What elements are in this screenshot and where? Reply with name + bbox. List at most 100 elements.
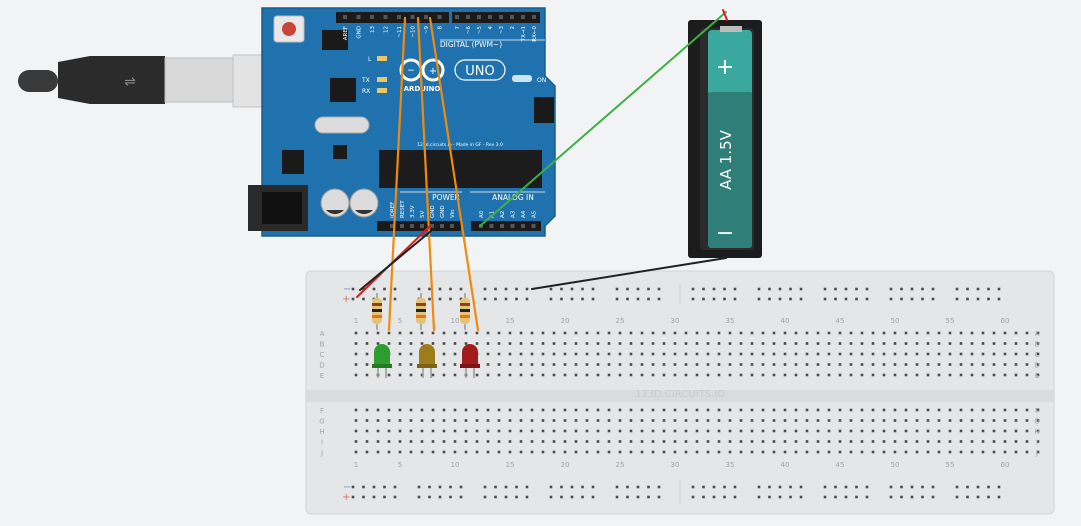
breadboard-hole[interactable] (1036, 331, 1040, 335)
breadboard-hole[interactable] (662, 419, 666, 422)
breadboard-hole[interactable] (640, 429, 644, 433)
breadboard-hole[interactable] (365, 352, 369, 356)
breadboard-hole[interactable] (552, 342, 556, 345)
breadboard-hole[interactable] (893, 450, 897, 454)
breadboard-hole[interactable] (607, 440, 611, 443)
rail-hole[interactable] (921, 287, 924, 291)
breadboard-hole[interactable] (772, 429, 776, 433)
rail-hole[interactable] (723, 485, 726, 489)
breadboard-hole[interactable] (904, 408, 908, 412)
rail-hole[interactable] (987, 495, 990, 499)
breadboard-hole[interactable] (519, 352, 523, 356)
breadboard-hole[interactable] (1014, 363, 1018, 366)
breadboard-hole[interactable] (574, 342, 578, 345)
rail-hole[interactable] (723, 287, 726, 291)
breadboard-hole[interactable] (453, 429, 457, 433)
breadboard-hole[interactable] (838, 408, 842, 412)
breadboard-hole[interactable] (1025, 440, 1029, 443)
breadboard-hole[interactable] (904, 450, 908, 454)
breadboard-hole[interactable] (783, 450, 787, 454)
breadboard-hole[interactable] (640, 419, 644, 422)
breadboard-hole[interactable] (629, 408, 633, 412)
rail-hole[interactable] (494, 287, 497, 291)
breadboard-hole[interactable] (376, 429, 380, 433)
rail-hole[interactable] (799, 287, 803, 291)
breadboard-hole[interactable] (761, 331, 765, 335)
breadboard-hole[interactable] (937, 408, 941, 412)
breadboard-hole[interactable] (959, 408, 963, 412)
header-pin[interactable] (477, 15, 481, 19)
breadboard-hole[interactable] (849, 408, 853, 412)
breadboard-hole[interactable] (849, 419, 853, 422)
breadboard-hole[interactable] (981, 352, 985, 356)
breadboard-hole[interactable] (662, 440, 666, 443)
resistor-1[interactable] (372, 293, 382, 330)
rail-hole[interactable] (515, 495, 518, 499)
breadboard-hole[interactable] (1003, 419, 1007, 422)
rail-hole[interactable] (691, 495, 695, 499)
breadboard-hole[interactable] (552, 429, 556, 433)
breadboard-hole[interactable] (629, 440, 633, 443)
breadboard-hole[interactable] (937, 352, 941, 356)
rail-hole[interactable] (549, 485, 553, 489)
usb-cable[interactable]: ⇌ (18, 54, 304, 108)
rail-hole[interactable] (691, 485, 695, 489)
breadboard-hole[interactable] (574, 440, 578, 443)
breadboard-hole[interactable] (519, 373, 523, 377)
breadboard-hole[interactable] (365, 373, 369, 377)
resistor-2[interactable] (416, 293, 426, 330)
breadboard-hole[interactable] (981, 373, 985, 377)
breadboard-hole[interactable] (783, 429, 787, 433)
breadboard-hole[interactable] (585, 450, 589, 454)
rail-hole[interactable] (362, 485, 365, 489)
breadboard-hole[interactable] (552, 352, 556, 356)
breadboard-hole[interactable] (662, 363, 666, 366)
rail-hole[interactable] (910, 287, 914, 291)
breadboard-hole[interactable] (497, 440, 501, 443)
breadboard-hole[interactable] (640, 408, 644, 412)
breadboard-hole[interactable] (992, 408, 996, 412)
breadboard-hole[interactable] (1036, 429, 1040, 433)
breadboard-hole[interactable] (442, 440, 446, 443)
breadboard-hole[interactable] (706, 419, 710, 422)
rail-hole[interactable] (459, 287, 463, 291)
breadboard-hole[interactable] (365, 331, 369, 335)
breadboard-hole[interactable] (915, 373, 919, 377)
rail-hole[interactable] (417, 495, 421, 499)
rail-hole[interactable] (712, 287, 716, 291)
rail-hole[interactable] (997, 297, 1001, 301)
rail-hole[interactable] (955, 287, 959, 291)
breadboard-hole[interactable] (398, 440, 402, 443)
breadboard-hole[interactable] (794, 419, 798, 422)
breadboard-hole[interactable] (893, 419, 897, 422)
header-pin[interactable] (410, 224, 414, 228)
rail-hole[interactable] (702, 297, 705, 301)
breadboard-hole[interactable] (959, 331, 963, 335)
breadboard-hole[interactable] (673, 331, 677, 335)
rail-hole[interactable] (515, 287, 518, 291)
breadboard-hole[interactable] (596, 342, 600, 345)
breadboard-hole[interactable] (607, 373, 611, 377)
breadboard-hole[interactable] (530, 352, 534, 356)
rail-hole[interactable] (955, 495, 959, 499)
breadboard-hole[interactable] (1036, 363, 1040, 366)
breadboard-hole[interactable] (783, 342, 787, 345)
breadboard-hole[interactable] (684, 352, 688, 356)
breadboard-hole[interactable] (387, 342, 391, 345)
rail-hole[interactable] (483, 287, 487, 291)
rail-hole[interactable] (931, 297, 935, 301)
breadboard-hole[interactable] (409, 450, 413, 454)
breadboard-hole[interactable] (981, 419, 985, 422)
rail-hole[interactable] (976, 287, 980, 291)
rail-hole[interactable] (966, 297, 969, 301)
breadboard-hole[interactable] (486, 363, 490, 366)
rail-hole[interactable] (733, 495, 737, 499)
rail-hole[interactable] (647, 485, 650, 489)
breadboard-hole[interactable] (651, 352, 655, 356)
breadboard-hole[interactable] (541, 429, 545, 433)
components[interactable] (372, 293, 480, 378)
rail-hole[interactable] (372, 485, 376, 489)
breadboard-hole[interactable] (530, 419, 534, 422)
breadboard-hole[interactable] (959, 429, 963, 433)
breadboard-hole[interactable] (508, 342, 512, 345)
